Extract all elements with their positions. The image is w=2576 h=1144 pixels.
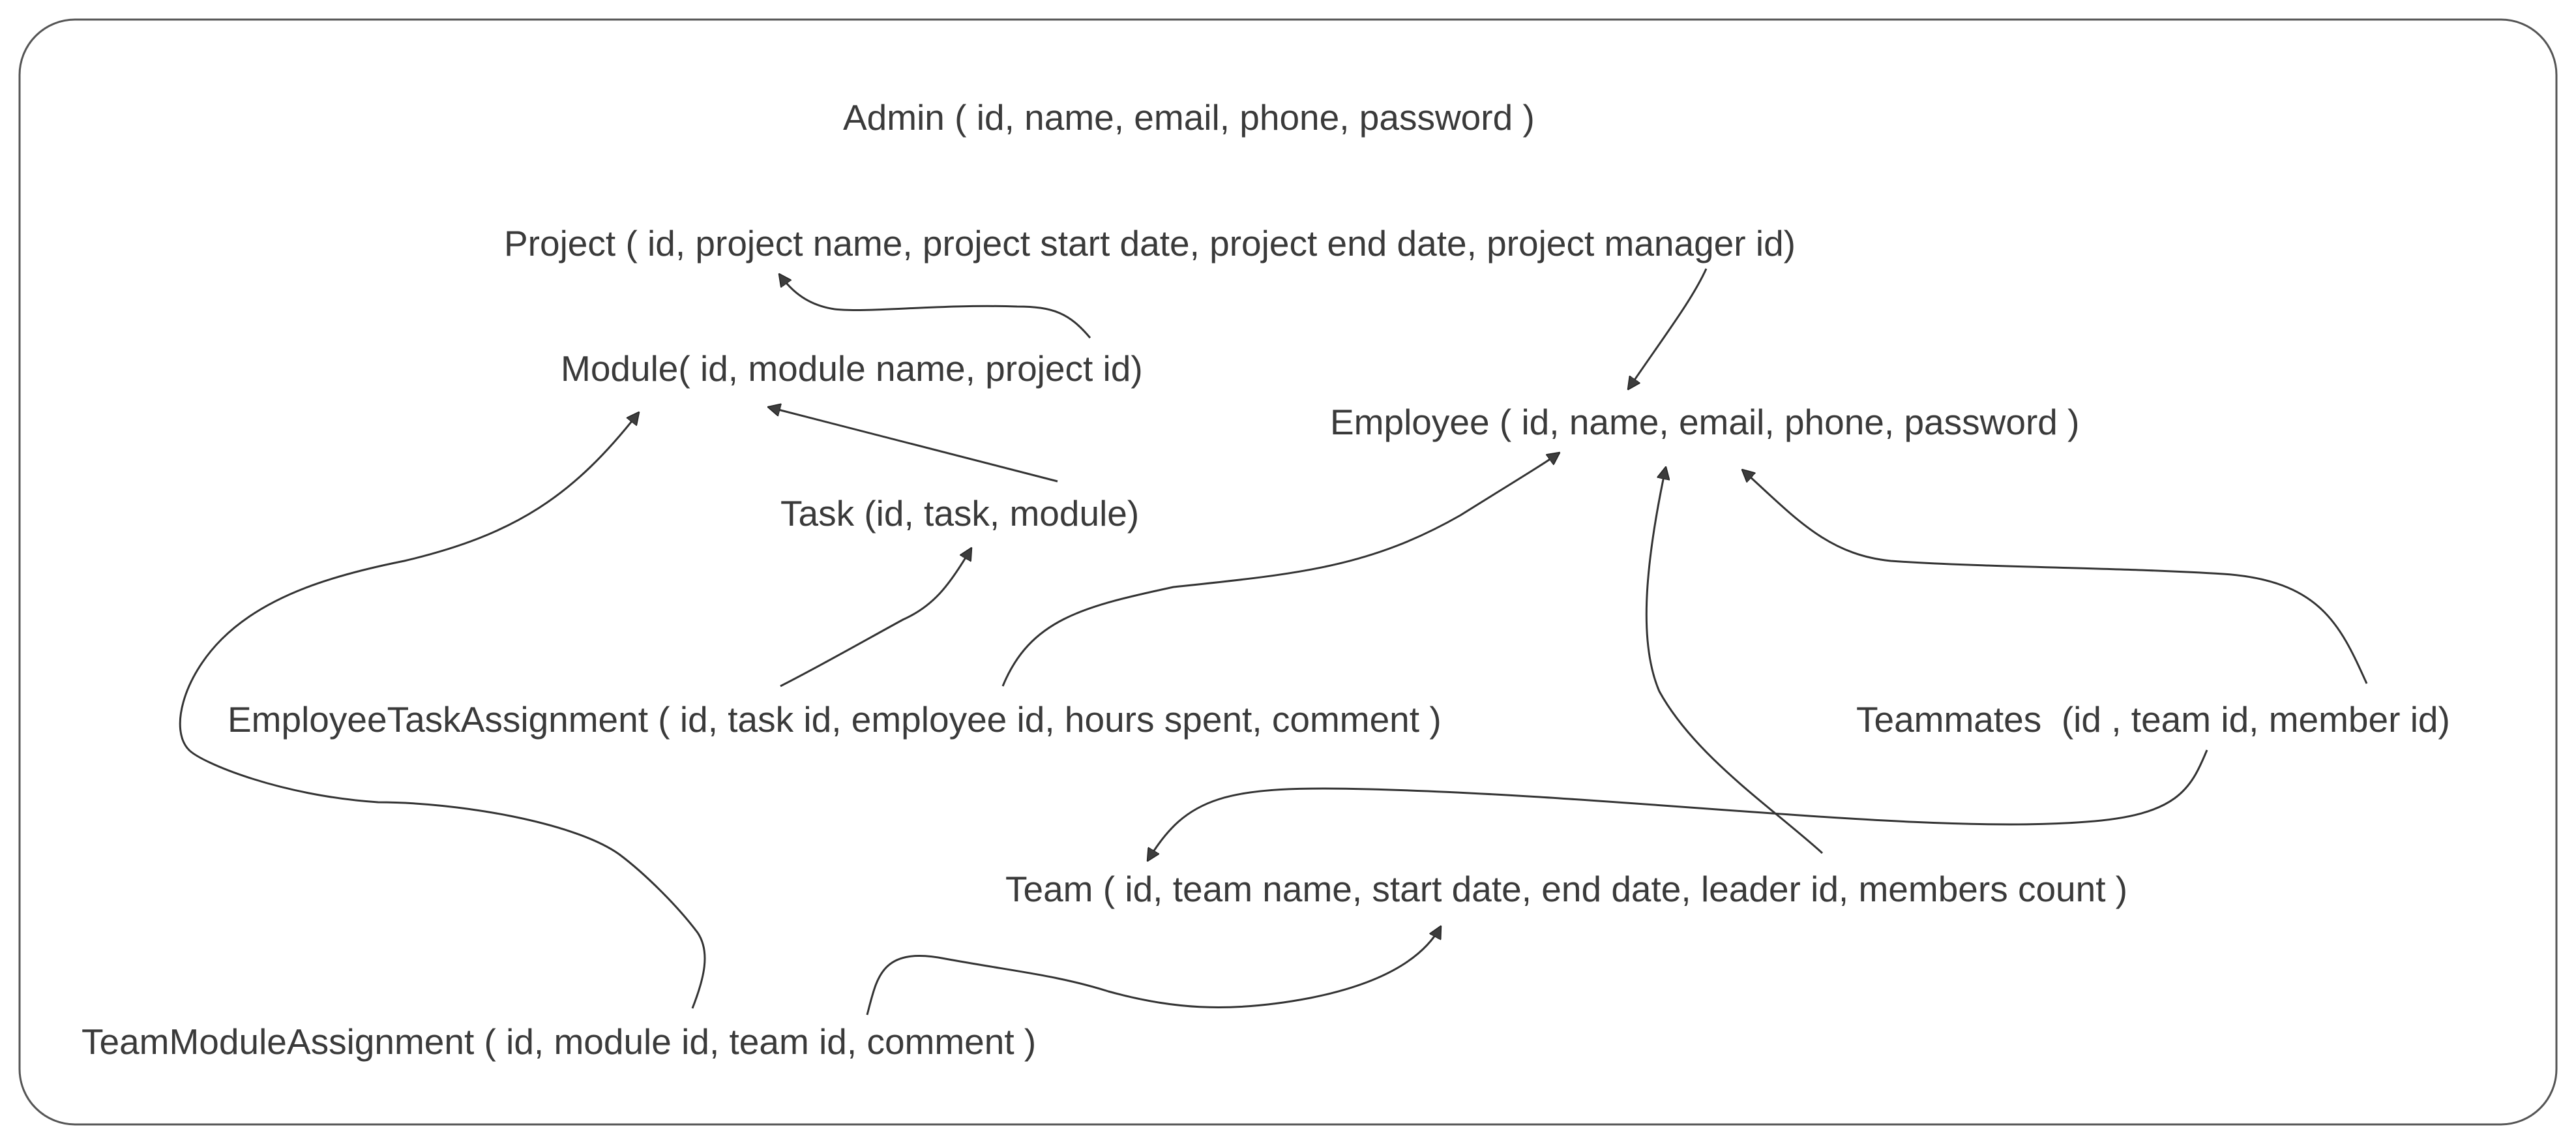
entity-project: Project ( id, project name, project star… [504,223,1796,263]
relation-task-to-module [768,407,1058,483]
entity-team: Team ( id, team name, start date, end da… [1005,869,2127,909]
diagram-frame [18,18,2558,1126]
entity-task: Task (id, task, module) [780,493,1139,534]
relation-lines [179,268,2368,1016]
relation-team-to-employee [1645,467,1824,854]
relation-employeetaskassignment-to-task [780,548,971,687]
relation-teammoduleassignment-to-module [179,412,706,1009]
entity-employee: Employee ( id, name, email, phone, passw… [1330,402,2079,442]
entity-labels: Admin ( id, name, email, phone, password… [81,97,2450,1062]
relation-module-to-project [779,274,1091,339]
entity-teammates: Teammates (id , team id, member id) [1856,699,2450,740]
relation-teammates-to-team [1147,749,2208,861]
entity-admin: Admin ( id, name, email, phone, password… [843,97,1535,138]
entity-team-module-assignment: TeamModuleAssignment ( id, module id, te… [81,1021,1036,1062]
relation-teammates-to-employee [1742,470,2368,684]
relation-project-to-employee [1628,268,1708,389]
entity-employee-task-assignment: EmployeeTaskAssignment ( id, task id, em… [228,699,1442,740]
relation-employeetaskassignment-to-employee [1001,453,1560,687]
relation-teammoduleassignment-to-team [866,926,1442,1016]
entity-module: Module( id, module name, project id) [561,348,1143,389]
